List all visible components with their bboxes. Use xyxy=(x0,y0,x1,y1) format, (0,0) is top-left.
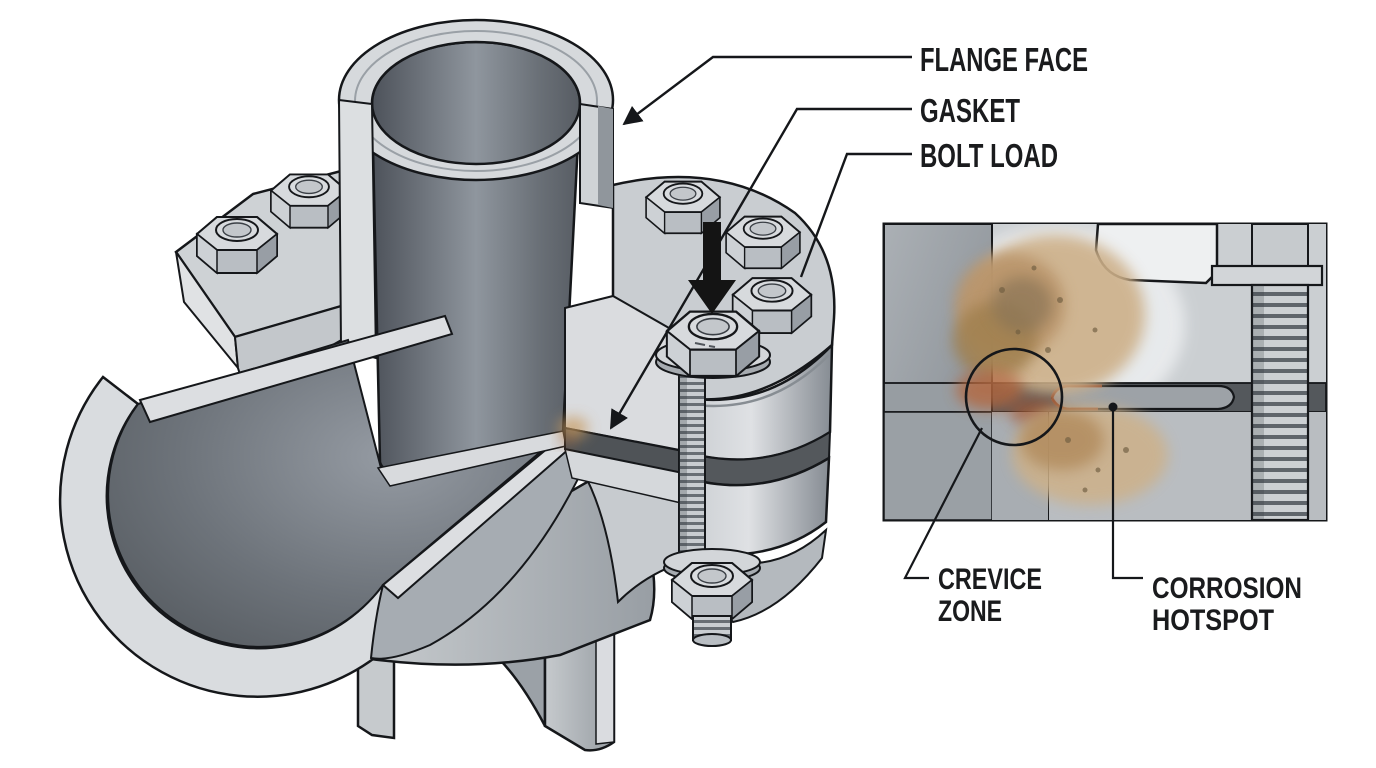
front-nut xyxy=(667,312,759,376)
corrosion-deposit xyxy=(953,235,1168,505)
horizontal-pipe-bore xyxy=(107,338,568,648)
corrosion-hotspot-label-line1: CORROSION xyxy=(1152,572,1302,605)
flange-face-leader xyxy=(622,55,912,126)
crevice-zone-label-line2: ZONE xyxy=(938,595,1002,628)
flange-nut xyxy=(726,217,800,269)
gasket-label: GASKET xyxy=(920,92,1020,129)
horizontal-pipe xyxy=(58,314,656,698)
bottom-nut xyxy=(672,563,752,619)
vertical-pipe-bore xyxy=(370,40,582,472)
bolt-load-label: BOLT LOAD xyxy=(920,137,1058,174)
horizontal-pipe-floor xyxy=(369,431,594,660)
bolt-load-leader xyxy=(799,152,912,278)
gasket-leader xyxy=(609,107,912,430)
flange-nut xyxy=(271,174,347,227)
corrosion-hotspot-leader xyxy=(1111,410,1143,580)
crevice-zone-leader xyxy=(903,427,983,580)
crevice-zone-label-line1: CREVICE xyxy=(938,563,1042,596)
vertical-pipe-left-wall xyxy=(337,98,378,360)
gasket-corrosion-stain xyxy=(558,417,588,439)
corrosion-detail-inset xyxy=(882,222,1328,522)
stud-bolt-assembly xyxy=(655,312,771,647)
flange-nut xyxy=(197,217,277,273)
nut-stamp-mark xyxy=(694,342,716,348)
flange-cross-section xyxy=(558,294,691,605)
corrosion-hotspot-dot xyxy=(1108,402,1118,412)
inset-bolt-threads xyxy=(1250,283,1310,520)
crevice-zone-circle xyxy=(964,347,1064,447)
bolt-load-arrow-icon xyxy=(688,222,736,314)
bolt-threaded-shaft xyxy=(678,373,706,567)
callout-leaders xyxy=(609,55,912,430)
inset-bolt-washer xyxy=(1210,264,1324,287)
inset-bolt xyxy=(1210,224,1324,520)
corrosion-hotspot-label-line2: HOTSPOT xyxy=(1152,604,1274,637)
pipe-cut-edge-top xyxy=(138,314,454,424)
inset-leaders xyxy=(903,410,1143,580)
flange-face-label: FLANGE FACE xyxy=(920,41,1088,78)
